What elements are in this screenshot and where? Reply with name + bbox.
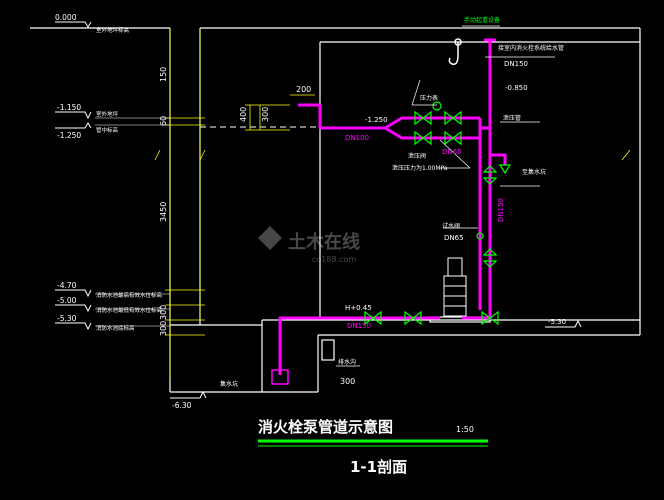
level-markers — [55, 21, 582, 399]
title-block: 消火栓泵管道示意图 1:50 1-1剖面 — [258, 418, 488, 476]
building-structure — [30, 27, 641, 393]
pressure-gauge-label: 压力表 — [420, 94, 438, 102]
level-note: 管中标高 — [96, 126, 119, 134]
svg-text:300: 300 — [261, 107, 270, 122]
svg-text:400: 400 — [239, 107, 248, 122]
vertical-dimension-texts: 150 60 3450 300 300 400 300 200 — [159, 67, 311, 336]
valve-icon — [482, 248, 498, 268]
riser-top-label: 接室内消火栓系统给水管 — [498, 44, 564, 52]
hook-icon — [448, 38, 462, 66]
left-dimension-lines — [154, 28, 631, 380]
watermark-en: co188.com — [312, 255, 356, 264]
level-value: -5.30 — [57, 314, 77, 323]
relief-valve-icon — [498, 164, 512, 175]
pressure-gauge-icon — [432, 101, 442, 111]
test-valve-label: 试水阀 — [442, 222, 460, 230]
pipe-level: -1.250 — [365, 116, 388, 124]
relief-branch — [490, 153, 507, 165]
manifold-bottom — [384, 126, 480, 140]
level-leaders — [95, 27, 170, 327]
small-dimension — [245, 94, 315, 131]
valve-icon — [444, 110, 462, 126]
valve-icon — [481, 310, 499, 326]
svg-text:300: 300 — [159, 305, 168, 320]
watermark-logo — [258, 226, 282, 250]
right-level-label: -5.30 — [548, 318, 566, 326]
level-value: -5.00 — [57, 296, 77, 305]
suction-level-label: H+0.45 — [345, 304, 372, 312]
level-texts: 0.000 室外地坪标高 -1.150 室外地坪 -1.250 管中标高 -4.… — [55, 13, 192, 410]
relief-valve-label: 泄压阀 — [408, 152, 426, 160]
svg-text:200: 200 — [296, 85, 311, 94]
valve-icon — [364, 310, 382, 326]
riser-level: -0.850 — [505, 84, 528, 92]
level-note: 室外地坪标高 — [96, 26, 130, 34]
svg-text:300: 300 — [159, 321, 168, 336]
level-value: -6.30 — [172, 401, 192, 410]
level-value: -1.250 — [57, 131, 81, 140]
riser-size: DN150 — [504, 60, 528, 68]
dn100-label: DN100 — [345, 134, 369, 142]
valve-icon — [404, 310, 422, 326]
level-note: 消防水池最高有效水位标高 — [96, 291, 163, 299]
test-size-label: DN65 — [444, 234, 464, 242]
riser-vertical-label: DN150 — [497, 198, 505, 222]
level-note: 消防水池最低有效水位标高 — [96, 306, 163, 314]
level-note: 消防水池底标高 — [96, 324, 135, 332]
annotation-texts: 手动起重设备 接室内消火栓系统给水管 DN150 -0.850 -1.250 D… — [220, 16, 566, 388]
relief-pipe-label: 泄压管 — [503, 114, 521, 122]
pump-icon — [443, 257, 467, 317]
valve-icon — [482, 165, 498, 185]
suction-pipe — [278, 316, 440, 375]
drain-pit — [321, 339, 335, 361]
valves — [364, 101, 512, 326]
drawing-title: 消火栓泵管道示意图 — [258, 418, 393, 436]
watermark-cn: 土木在线 — [288, 231, 360, 253]
level-value: -1.150 — [57, 103, 81, 112]
suction-size-label: DN150 — [347, 322, 371, 330]
pipes — [271, 38, 507, 385]
svg-text:3450: 3450 — [159, 202, 168, 222]
foot-valve — [271, 369, 289, 385]
level-value: 0.000 — [55, 13, 77, 22]
hook-label: 手动起重设备 — [464, 16, 500, 24]
svg-text:60: 60 — [159, 116, 168, 126]
drain-size-label: 300 — [340, 377, 355, 386]
manifold-top — [384, 116, 480, 130]
drain-pit-label: 排水沟 — [338, 358, 356, 366]
sump-direction-label: 至集水坑 — [522, 168, 546, 176]
valve-icon — [414, 130, 432, 146]
relief-setting-label: 泄压压力为1.00MPa — [392, 164, 448, 172]
sump-pit-label: 集水坑 — [220, 380, 238, 388]
level-note: 室外地坪 — [96, 110, 119, 118]
level-value: -4.70 — [57, 281, 77, 290]
valve-icon — [414, 110, 432, 126]
section-title: 1-1剖面 — [350, 458, 407, 476]
svg-text:150: 150 — [159, 67, 168, 82]
valve-icon — [444, 130, 462, 146]
discharge-pipe-upper — [298, 103, 385, 130]
watermark: 土木在线 co188.com — [258, 226, 360, 264]
annotation-leaders — [336, 25, 555, 367]
dn65-label: DN65 — [442, 148, 462, 156]
drawing-scale: 1:50 — [456, 425, 474, 434]
